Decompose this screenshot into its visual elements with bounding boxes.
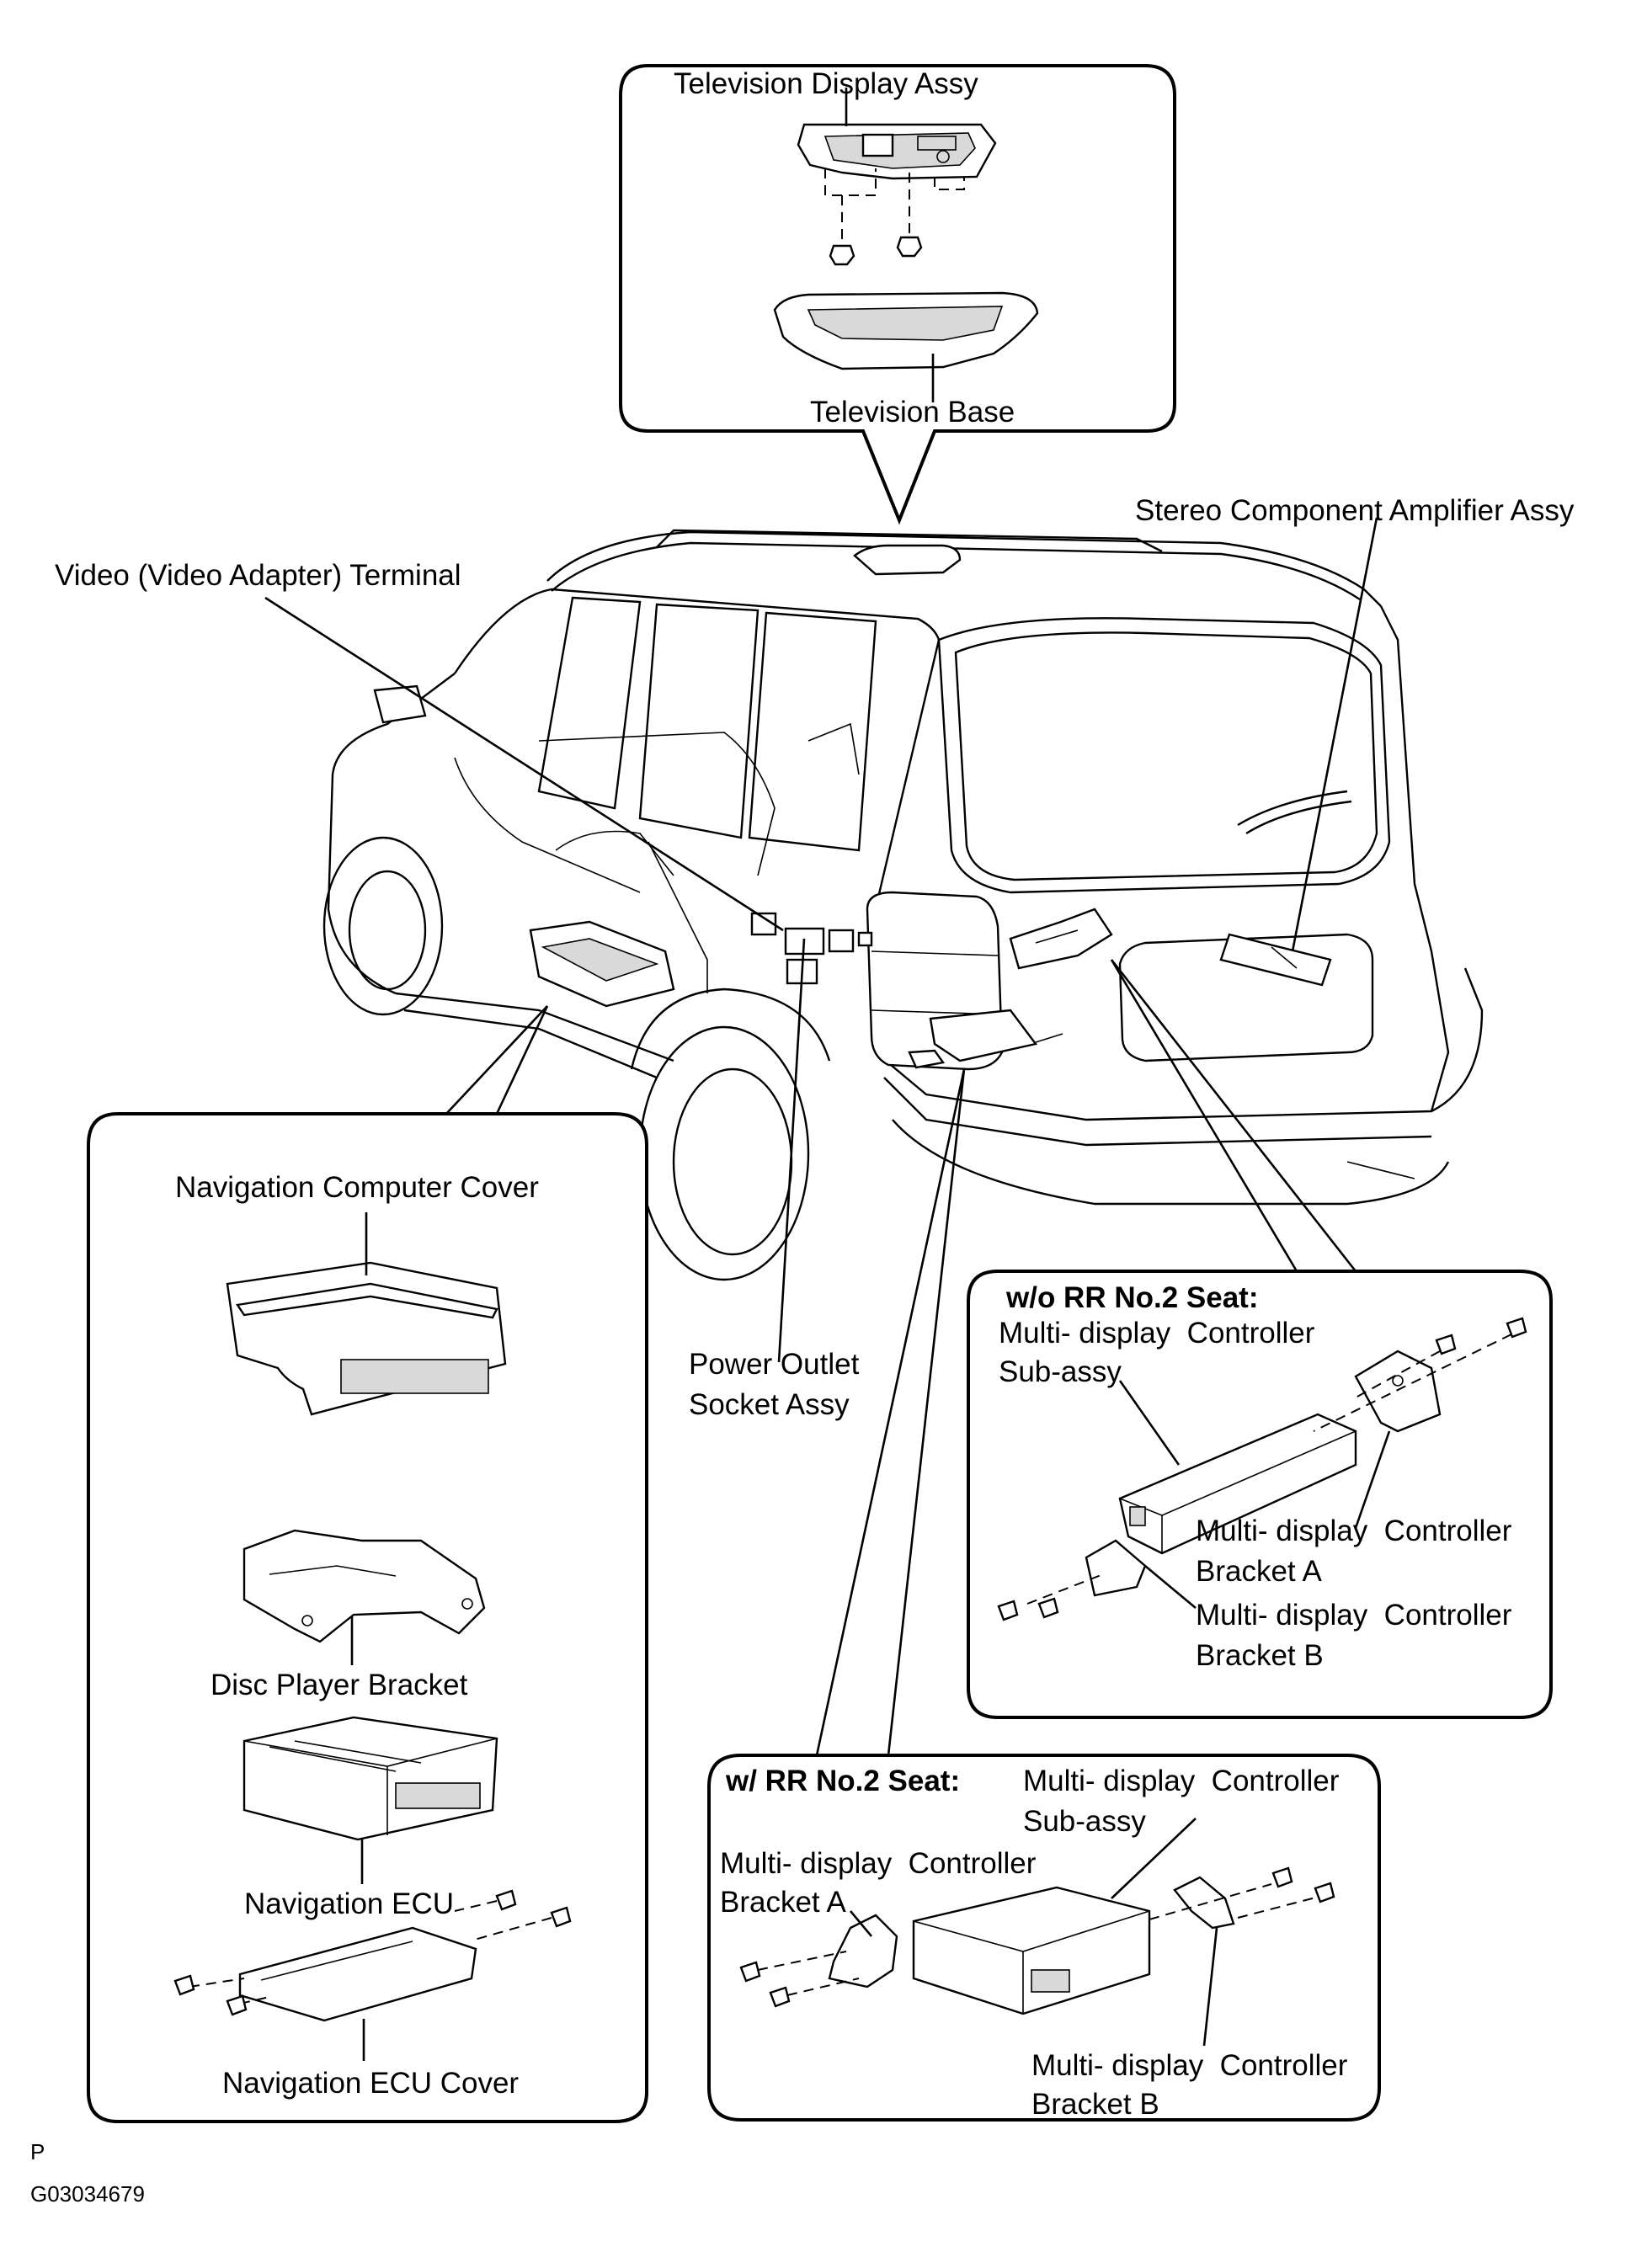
w-rr-header: w/ RR No.2 Seat: (726, 1765, 961, 1797)
wo-rr-bracket-a-line1: Multi- display Controller (1196, 1515, 1512, 1547)
vehicle-outline (322, 529, 1484, 1281)
w-rr-bracket-a-line2: Bracket A (720, 1886, 846, 1919)
w-rr-bracket-b-line1: Multi- display Controller (1031, 2049, 1348, 2082)
label-television-display-assy: Television Display Assy (674, 67, 978, 100)
label-video-terminal: Video (Video Adapter) Terminal (55, 559, 461, 592)
footer-code-letter: P (30, 2139, 45, 2164)
navigation-callout (87, 1112, 648, 2123)
navigation-ecu-part (243, 1716, 498, 1884)
wo-rr-bracket-b-line2: Bracket B (1196, 1639, 1324, 1672)
label-navigation-ecu: Navigation ECU (244, 1887, 454, 1920)
label-power-outlet-line2: Socket Assy (689, 1388, 850, 1421)
label-navigation-ecu-cover: Navigation ECU Cover (222, 2067, 520, 2100)
wo-rr-bracket-b-line1: Multi- display Controller (1196, 1599, 1512, 1632)
w-rr-parts (739, 1818, 1335, 2047)
label-stereo-component-amplifier-assy: Stereo Component Amplifier Assy (1135, 494, 1575, 527)
wo-rr-controller-line1: Multi- display Controller (999, 1317, 1315, 1350)
w-rr-bracket-a-line1: Multi- display Controller (720, 1847, 1037, 1880)
w-rr-controller-line2: Sub-assy (1023, 1805, 1146, 1838)
footer-figure-number: G03034679 (30, 2181, 145, 2207)
label-television-base: Television Base (810, 396, 1015, 429)
wo-rr-header: w/o RR No.2 Seat: (1006, 1281, 1259, 1314)
label-navigation-computer-cover: Navigation Computer Cover (175, 1171, 539, 1204)
television-display-assy-part (797, 88, 997, 266)
wo-rr-parts (997, 1317, 1527, 1621)
label-power-outlet-line1: Power Outlet (689, 1348, 860, 1381)
wo-rr-controller-line2: Sub-assy (999, 1355, 1122, 1388)
w-rr-controller-line1: Multi- display Controller (1023, 1765, 1340, 1797)
leader-lines (264, 517, 1378, 1756)
disc-player-bracket-part (243, 1529, 486, 1665)
navigation-computer-cover-part (226, 1212, 507, 1416)
television-base-part (773, 291, 1039, 402)
label-disc-player-bracket: Disc Player Bracket (211, 1669, 468, 1701)
vehicle-components (529, 908, 1332, 1069)
wo-rr-bracket-a-line2: Bracket A (1196, 1555, 1322, 1588)
navigation-ecu-cover-part (173, 1889, 572, 2061)
w-rr-bracket-b-line2: Bracket B (1031, 2088, 1159, 2121)
